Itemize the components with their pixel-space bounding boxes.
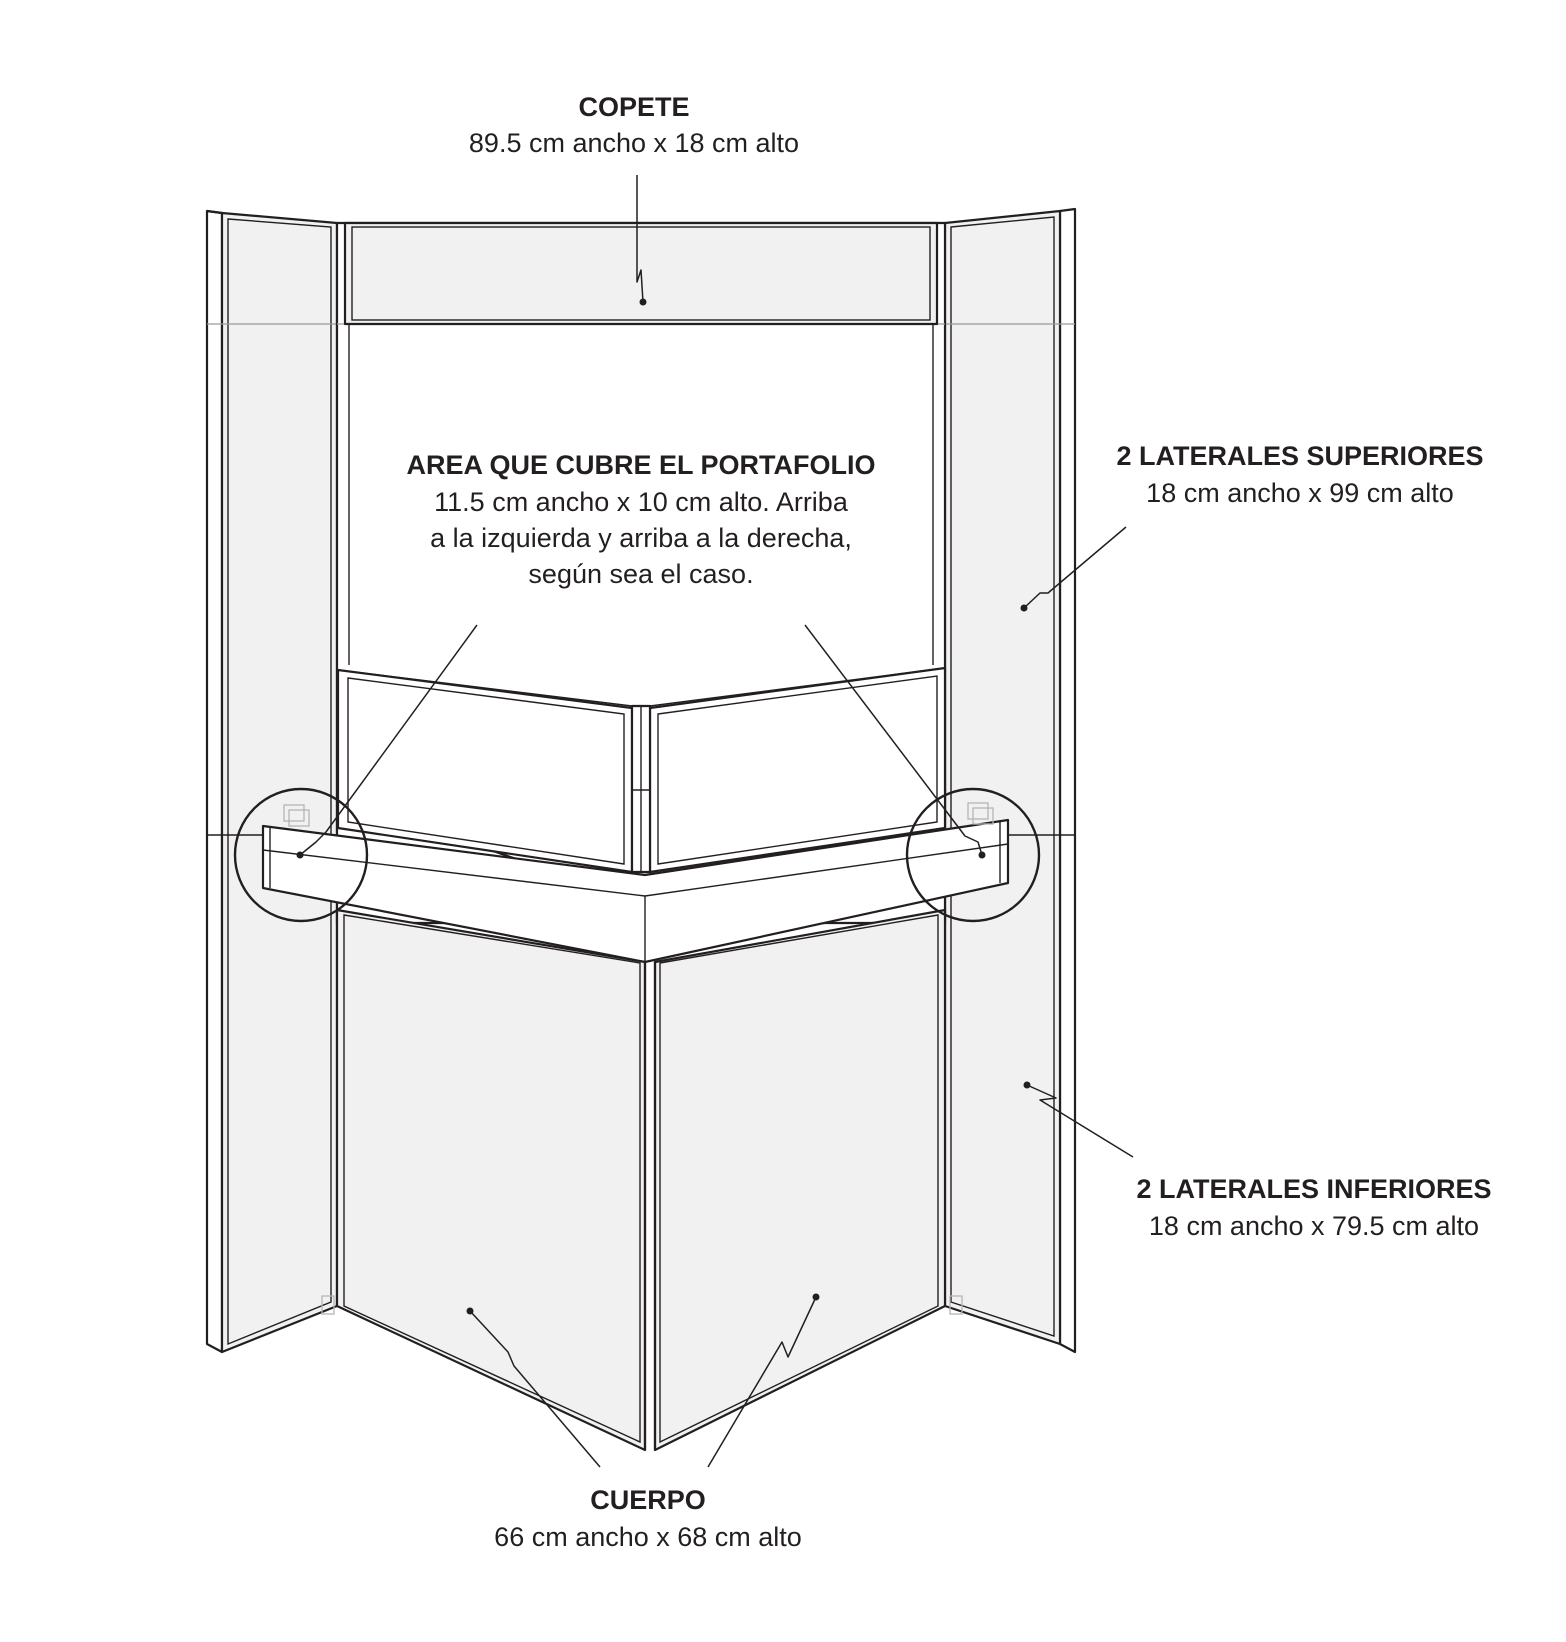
laterales-superiores-dims: 18 cm ancho x 99 cm alto: [1146, 478, 1454, 508]
leader-cuerpo-left: [469, 1310, 601, 1468]
exhibitor-structure: [205, 207, 1077, 1452]
leader-cuerpo-right: [707, 1296, 817, 1468]
left-side-panel: [205, 209, 339, 1354]
label-area-portafolio: AREA QUE CUBRE EL PORTAFOLIO 11.5 cm anc…: [406, 450, 875, 589]
copete-dims: 89.5 cm ancho x 18 cm alto: [469, 128, 799, 158]
laterales-inferiores-title: 2 LATERALES INFERIORES: [1136, 1174, 1491, 1204]
leader-dot-area-right: [978, 851, 986, 859]
label-laterales-superiores: 2 LATERALES SUPERIORES 18 cm ancho x 99 …: [1116, 441, 1483, 508]
cuerpo-title: CUERPO: [590, 1485, 706, 1515]
area-portafolio-line2: a la izquierda y arriba a la derecha,: [430, 523, 852, 553]
label-cuerpo: CUERPO 66 cm ancho x 68 cm alto: [494, 1485, 802, 1552]
leader-area-left: [299, 624, 478, 856]
leader-dot-laterales-superiores: [1020, 604, 1028, 612]
cuerpo-panels: [335, 908, 947, 1452]
cuerpo-dims: 66 cm ancho x 68 cm alto: [494, 1522, 802, 1552]
leader-lines: [296, 175, 1134, 1468]
area-portafolio-line3: según sea el caso.: [528, 559, 753, 589]
laterales-inferiores-dims: 18 cm ancho x 79.5 cm alto: [1149, 1211, 1479, 1241]
detail-circle-left: [233, 787, 369, 923]
label-laterales-inferiores: 2 LATERALES INFERIORES 18 cm ancho x 79.…: [1136, 1174, 1491, 1241]
leader-dot-area-left: [296, 851, 304, 859]
leader-copete: [636, 175, 644, 303]
detail-circle-right: [905, 787, 1041, 923]
hinge-marks: [283, 802, 994, 1315]
area-portafolio-title: AREA QUE CUBRE EL PORTAFOLIO: [406, 450, 875, 480]
label-copete: COPETE 89.5 cm ancho x 18 cm alto: [469, 92, 799, 158]
area-portafolio-line1: 11.5 cm ancho x 10 cm alto. Arriba: [434, 487, 849, 517]
leader-dot-cuerpo-left: [466, 1307, 474, 1315]
leader-dot-cuerpo-right: [812, 1293, 820, 1301]
leader-laterales-superiores: [1023, 526, 1127, 609]
copete-title: COPETE: [578, 92, 689, 122]
counter-top: [261, 818, 1010, 964]
leader-dot-laterales-inferiores: [1023, 1081, 1031, 1089]
leader-dot-copete: [639, 298, 647, 306]
right-side-panel: [943, 207, 1077, 1354]
glass-display: [336, 666, 947, 902]
leader-area-right: [804, 624, 983, 856]
laterales-superiores-title: 2 LATERALES SUPERIORES: [1116, 441, 1483, 471]
leader-laterales-inferiores: [1026, 1084, 1134, 1158]
